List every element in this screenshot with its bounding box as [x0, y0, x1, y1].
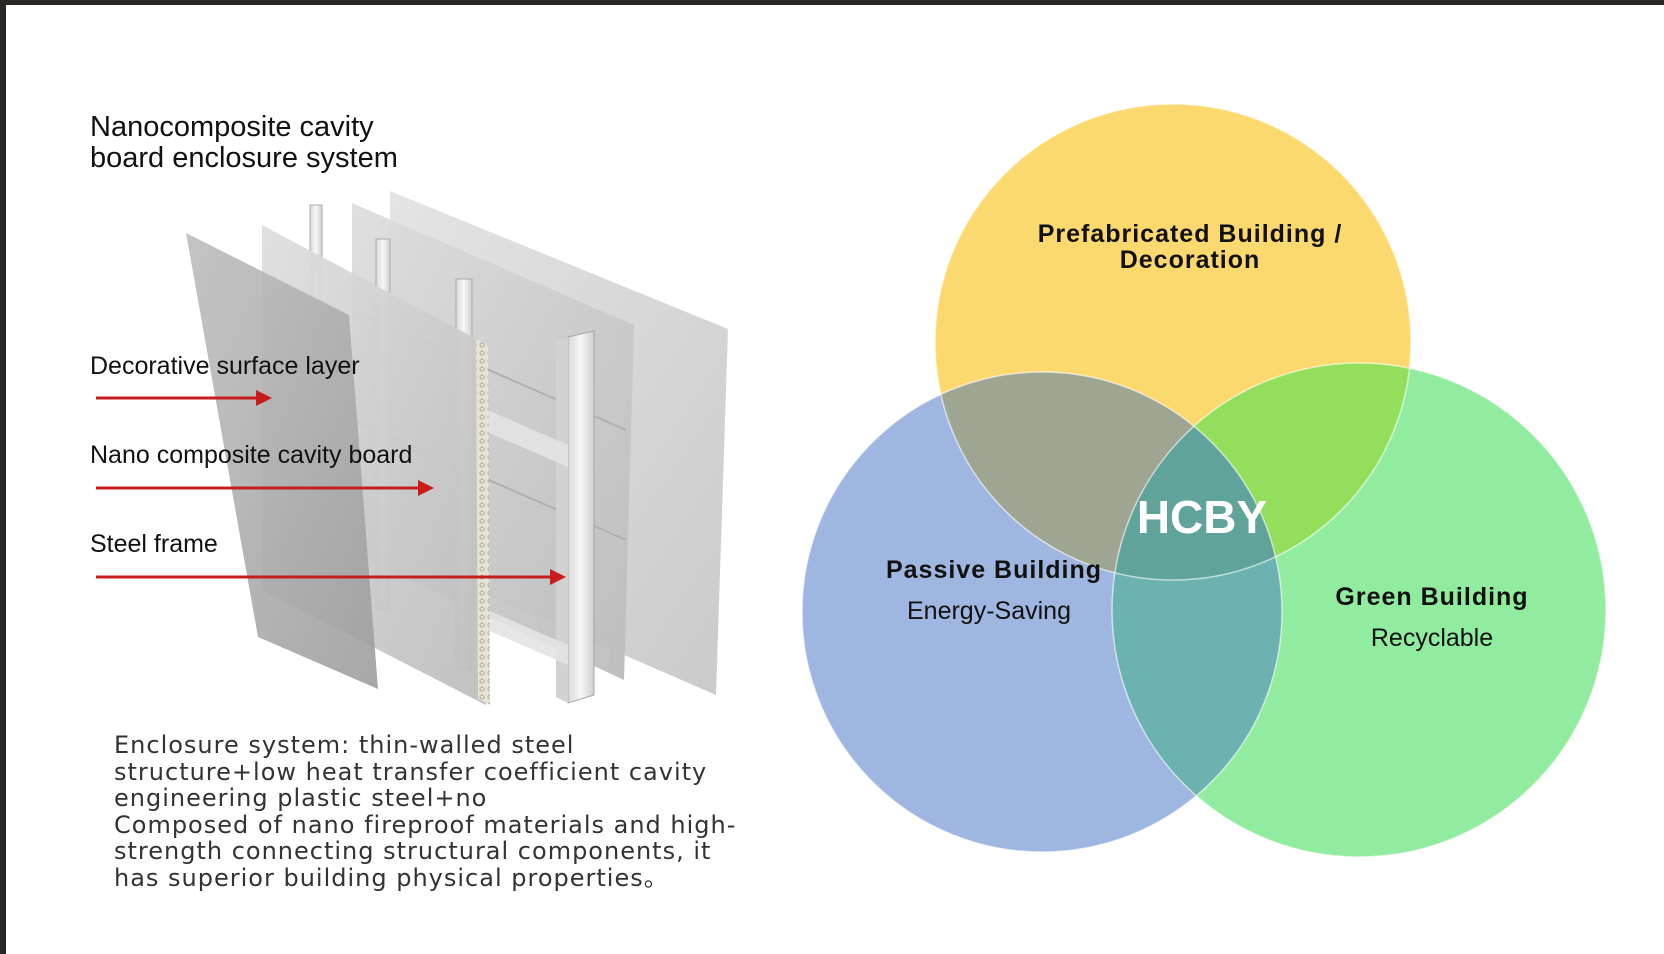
arrowhead-cavity-board — [418, 480, 434, 496]
overlap-center — [1112, 372, 1282, 580]
venn-diagram: Prefabricated Building / Decoration Pass… — [801, 103, 1607, 858]
frame-rail — [476, 405, 568, 467]
frame-rail — [476, 605, 568, 665]
prefabricated-title-line-1: Prefabricated Building / — [1038, 220, 1343, 248]
steel-stud-side — [556, 337, 568, 703]
center-label: HCBY — [1137, 491, 1267, 543]
layer-label-cavity-board: Nano composite cavity board — [90, 441, 412, 469]
description-line-5: strength connecting structural component… — [114, 837, 711, 865]
outline-prefabricated — [934, 103, 1412, 581]
arrowhead-decorative — [256, 390, 272, 406]
description-line-1: Enclosure system: thin-walled steel — [114, 731, 574, 759]
title-line-2: board enclosure system — [90, 142, 398, 174]
arrowhead-steel-frame — [550, 569, 566, 585]
prefabricated-title-line-2: Decoration — [1120, 246, 1261, 274]
description-line-6: has superior building physical propertie… — [114, 864, 669, 892]
green-title: Green Building — [1335, 583, 1528, 611]
slide: Nanocomposite cavity board enclosure sys… — [6, 5, 1664, 954]
title: Nanocomposite cavity board enclosure sys… — [90, 111, 398, 174]
passive-subtitle: Energy-Saving — [907, 597, 1071, 625]
decorative-board-core — [476, 339, 490, 705]
outline-green — [1111, 362, 1607, 858]
layer-callouts: Decorative surface layer Nano composite … — [90, 352, 566, 585]
green-subtitle: Recyclable — [1371, 624, 1493, 652]
description-line-4: Composed of nano fireproof materials and… — [114, 811, 736, 839]
description-line-3: engineering plastic steel+no — [114, 784, 487, 812]
description: Enclosure system: thin-walled steel stru… — [114, 731, 736, 892]
layer-label-decorative: Decorative surface layer — [90, 352, 360, 380]
title-line-1: Nanocomposite cavity — [90, 111, 374, 143]
panel-illustration — [186, 191, 728, 705]
surface-layer — [186, 233, 378, 689]
slide-canvas: Nanocomposite cavity board enclosure sys… — [90, 103, 1607, 892]
steel-stud-front — [567, 330, 595, 704]
passive-title: Passive Building — [886, 556, 1102, 584]
description-line-2: structure+low heat transfer coefficient … — [114, 758, 707, 786]
layer-label-steel-frame: Steel frame — [90, 530, 218, 558]
outline-passive — [801, 371, 1283, 853]
